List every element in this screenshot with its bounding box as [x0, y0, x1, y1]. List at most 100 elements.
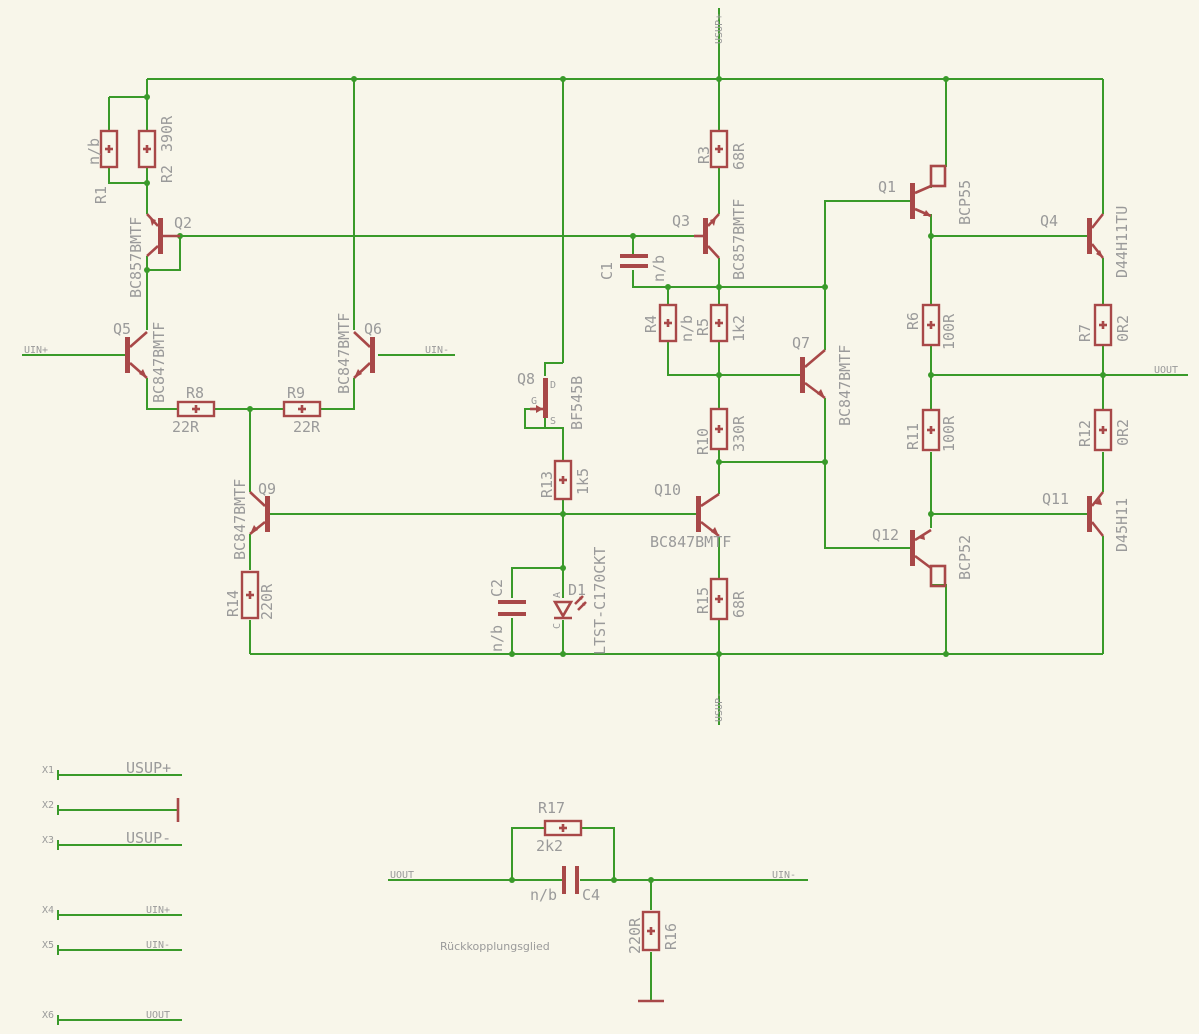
resistor-r1 — [99, 129, 119, 169]
label-q11-name: Q11 — [1042, 490, 1069, 508]
label-q8-value: BF545B — [568, 376, 586, 430]
resistor-r16 — [641, 910, 661, 952]
label-q8-pin-d: D — [550, 380, 556, 391]
label-q5-value: BC847BMTF — [150, 322, 168, 403]
label-q7-name: Q7 — [792, 334, 810, 352]
capacitor-c1 — [620, 254, 648, 268]
label-r12-name: R12 — [1076, 420, 1094, 447]
label-connector-x1-signal: USUP+ — [126, 759, 171, 777]
label-r2-value: 390R — [158, 115, 176, 152]
label-q6-value: BC847BMTF — [335, 313, 353, 394]
transistor-q7 — [800, 349, 826, 400]
label-q10-name: Q10 — [654, 481, 681, 499]
transistor-q4 — [1087, 213, 1105, 259]
label-connector-x3-signal: USUP- — [126, 829, 171, 847]
resistor-r12 — [1093, 408, 1113, 452]
label-r13-name: R13 — [538, 471, 556, 498]
resistor-r13 — [553, 459, 573, 501]
label-r9-value: 22R — [293, 418, 321, 436]
net-label-uin-neg: UIN- — [425, 345, 449, 356]
label-d1-pin-a: A — [552, 592, 563, 598]
label-r7-name: R7 — [1076, 324, 1094, 342]
label-r16-name: R16 — [662, 923, 680, 950]
label-r13-value: 1k5 — [574, 468, 592, 495]
transistor-q9 — [249, 491, 270, 536]
label-connector-x4-signal: UIN+ — [146, 905, 170, 916]
resistor-r5 — [709, 303, 729, 343]
label-q2-value: BC857BMTF — [127, 217, 145, 298]
label-c1-value: n/b — [650, 255, 668, 282]
label-d1-pin-c: C — [552, 623, 563, 629]
transistor-q6 — [353, 331, 375, 379]
transistor-q5 — [125, 331, 148, 379]
label-q8-name: Q8 — [517, 370, 535, 388]
label-c4-name: C4 — [582, 886, 600, 904]
label-c2-value: n/b — [488, 625, 506, 652]
label-r11-value: 100R — [940, 415, 958, 452]
resistor-r7 — [1093, 303, 1113, 347]
net-label-uout: UOUT — [1154, 365, 1178, 376]
label-r16-value: 220R — [626, 917, 644, 954]
label-r5-name: R5 — [694, 318, 712, 336]
label-q4-value: D44H11TU — [1113, 206, 1131, 278]
wires — [22, 8, 1188, 1021]
label-r10-name: R10 — [694, 428, 712, 455]
resistor-r2 — [137, 129, 157, 169]
label-connector-x5-signal: UIN- — [146, 940, 170, 951]
capacitor-c2 — [498, 600, 526, 616]
label-q3-name: Q3 — [672, 212, 690, 230]
label-q8-pin-s: S — [550, 416, 556, 427]
resistor-r15 — [709, 577, 729, 621]
resistor-r8 — [176, 400, 216, 418]
net-label-uin-neg-feedback: UIN- — [772, 870, 796, 881]
transistor-q8 — [530, 378, 548, 418]
label-r1-value: n/b — [85, 138, 103, 165]
resistor-r3 — [709, 129, 729, 169]
label-r14-value: 220R — [258, 583, 276, 620]
net-label-uout-feedback: UOUT — [390, 870, 414, 881]
label-r3-value: 68R — [730, 142, 748, 170]
label-r8-value: 22R — [172, 418, 200, 436]
resistor-r10 — [709, 407, 729, 451]
label-q12-name: Q12 — [872, 526, 899, 544]
label-r17-name: R17 — [538, 799, 565, 817]
label-r9-name: R9 — [287, 384, 305, 402]
label-r3-name: R3 — [695, 146, 713, 164]
label-connector-x2: X2 — [42, 800, 54, 811]
label-q1-name: Q1 — [878, 178, 896, 196]
label-r6-name: R6 — [904, 312, 922, 330]
label-connector-x4: X4 — [42, 905, 54, 916]
label-r1-name: R1 — [92, 186, 110, 204]
label-q4-name: Q4 — [1040, 212, 1058, 230]
label-r12-value: 0R2 — [1114, 419, 1132, 446]
resistor-r17 — [543, 819, 583, 837]
transistor-q11 — [1087, 491, 1105, 537]
label-connector-x6-signal: UOUT — [146, 1010, 170, 1021]
label-r7-value: 0R2 — [1114, 315, 1132, 342]
label-r5-value: 1k2 — [730, 315, 748, 342]
net-label-usup-neg-bottom: USUP- — [714, 692, 725, 722]
label-r15-value: 68R — [730, 590, 748, 618]
label-connector-x3: X3 — [42, 835, 54, 846]
label-c4-value: n/b — [530, 886, 557, 904]
label-q2-name: Q2 — [174, 214, 192, 232]
transistor-q10 — [696, 492, 720, 538]
label-q5-name: Q5 — [113, 320, 131, 338]
resistor-r14 — [240, 570, 260, 620]
label-d1-name: D1 — [568, 581, 586, 599]
transistor-q3 — [694, 213, 720, 259]
resistor-r6 — [921, 303, 941, 347]
label-r4-name: R4 — [642, 315, 660, 333]
label-q3-value: BC857BMTF — [730, 199, 748, 280]
capacitor-c4 — [562, 866, 579, 894]
label-r4-value: n/b — [678, 315, 696, 342]
label-c2-name: C2 — [488, 579, 506, 597]
transistor-q12 — [910, 528, 947, 588]
label-q12-value: BCP52 — [956, 535, 974, 580]
label-r10-value: 330R — [730, 415, 748, 452]
label-d1-value: LTST-C170CKT — [591, 547, 609, 655]
label-r8-name: R8 — [186, 384, 204, 402]
label-connector-x6: X6 — [42, 1010, 54, 1021]
label-r14-name: R14 — [224, 590, 242, 617]
label-r15-name: R15 — [694, 587, 712, 614]
